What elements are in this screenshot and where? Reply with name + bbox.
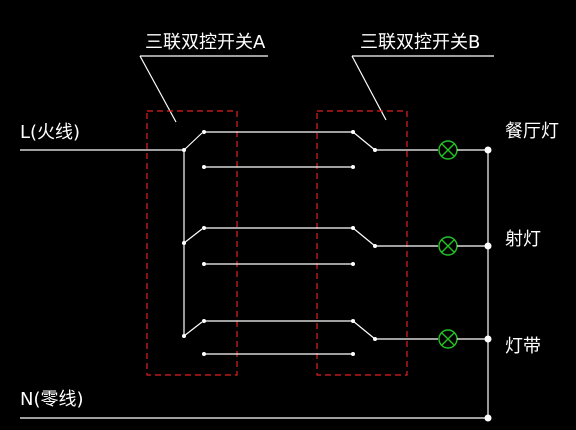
lamp-label-1: 餐厅灯	[505, 121, 559, 142]
switch-a-outline	[146, 110, 238, 376]
lamp-label-3: 灯带	[505, 336, 541, 357]
junction-dot-2	[484, 242, 492, 250]
switch-b-label: 三联双控开关B	[360, 32, 480, 53]
switch-b-gang-3	[351, 319, 377, 356]
lamp-symbol-3	[438, 329, 458, 349]
switch-a-label: 三联双控开关A	[145, 32, 266, 53]
switch-b-gang-2	[351, 226, 377, 266]
switch-a-gang-3	[182, 319, 206, 356]
junction-dot-1	[484, 146, 492, 154]
switch-b-gang-1	[351, 130, 377, 169]
neutral-label: N(零线)	[20, 389, 84, 410]
switch-a-gang-1	[182, 130, 206, 169]
live-label: L(火线)	[20, 122, 80, 143]
lamp-symbol-2	[438, 236, 458, 256]
lamp-symbol-1	[438, 140, 458, 160]
switch-b-outline	[316, 110, 408, 376]
switch-b-leader	[351, 55, 387, 121]
junction-dot-3	[484, 335, 492, 343]
switch-a-gang-2	[182, 226, 206, 266]
lamp-label-2: 射灯	[505, 229, 541, 250]
switch-a-leader	[139, 55, 177, 123]
